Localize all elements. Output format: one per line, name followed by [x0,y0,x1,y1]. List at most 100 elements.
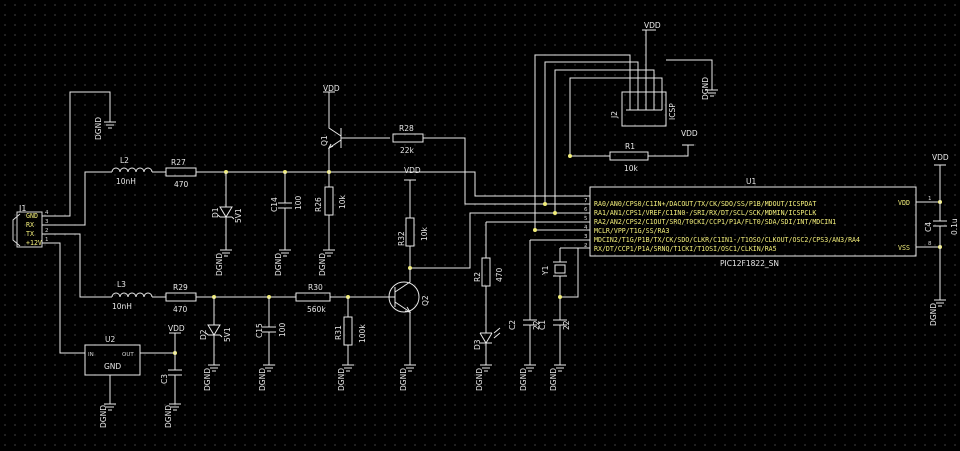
dgnd-label: DGND [94,117,103,140]
u1-pin-num: 6 [584,207,588,213]
capacitor-c15[interactable]: C15 100 DGND [255,297,287,391]
l3-value: 10nH [112,302,132,311]
wire-j1-12v [42,242,85,354]
u1-pin-num: 8 [928,241,932,247]
wire-j1-tx [42,233,104,298]
dgnd-label: DGND [399,368,408,391]
j1-pin-num-2: 2 [45,228,49,234]
y1-ref: Y1 [541,265,550,276]
d1-value: 5V1 [234,208,243,223]
led-d3[interactable]: D3 DGND [473,327,501,391]
j1-pin-gnd: GND [26,212,38,220]
u1-pin-num: 7 [584,198,588,204]
capacitor-c1[interactable]: C1 22 DGND [538,297,571,391]
l2-ref: L2 [120,156,129,165]
r2-ref: R2 [473,272,482,282]
j1-latch [12,213,21,247]
wire-j1-gnd [42,91,111,217]
j2-icsp-label: ICSP [668,103,677,120]
vdd-label: VDD [681,129,698,138]
u1-pin-num: 4 [584,225,588,231]
u1-part-number: PIC12F1822_SN [720,259,779,268]
j2-ref: J2 [610,111,619,119]
c14-value: 100 [294,195,303,210]
transistor-q1[interactable]: VDD Q1 [320,84,390,152]
d3-ref: D3 [473,339,482,350]
u1-pin-num: 5 [584,216,588,222]
header-j2[interactable]: J2 ICSP VDD [610,21,677,127]
q1-ref: Q1 [320,135,329,146]
dgnd-label: DGND [318,253,327,276]
zener-d2[interactable]: D2 5V1 DGND [199,297,232,391]
c4-ref: C4 [924,222,933,232]
resistor-r1[interactable]: R1 10k VDD [609,129,698,173]
dgnd-label: DGND [701,77,710,100]
q2-ref: Q2 [421,295,430,306]
resistor-r26[interactable]: R26 10k DGND [314,152,347,276]
junction [543,202,547,206]
inductor-l2[interactable]: L2 10nH [104,156,166,186]
r31-value: 100k [358,324,367,343]
resistor-r28[interactable]: R28 22k [392,124,590,205]
zener-d1[interactable]: D1 5V1 DGND [211,172,243,276]
u1-ref: U1 [746,177,756,186]
r2-value: 470 [495,267,504,282]
vdd-label: VDD [323,84,340,93]
resistor-r30[interactable]: R30 560k [295,283,395,314]
crystal-y1[interactable]: Y1 [541,248,579,298]
dgnd-label: DGND [203,368,212,391]
c2-value: 22 [532,320,541,330]
wire-j1-rx [42,171,104,226]
r32-value: 10k [420,226,429,241]
r26-value: 10k [338,194,347,209]
j1-pin-tx: TX [26,230,34,238]
u1-pin-ra0: RA0/AN0/CPS0/C1IN+/DACOUT/TX/CK/SDO/SS/P… [594,200,816,208]
capacitor-c4[interactable]: VDD C4 0.1u DGND [924,153,959,326]
r29-ref: R29 [173,283,188,292]
junction [533,228,537,232]
c1-ref: C1 [538,320,547,330]
d2-value: 5V1 [223,327,232,342]
vdd-label: VDD [932,153,949,162]
d2-ref: D2 [199,329,208,340]
r1-value: 10k [624,164,639,173]
mcu-u1[interactable]: U1 RA0/AN0/CPS0/C1IN+/DACOUT/TX/CK/SDO/S… [584,177,940,268]
resistor-r32[interactable]: VDD R32 10k [397,166,590,269]
resistor-r27[interactable]: R27 470 [165,158,197,189]
j1-pin-12v: +12V [26,239,42,247]
inductor-l3[interactable]: L3 10nH [104,280,166,311]
connector-j1[interactable]: J1 GND RX TX +12V 4 3 2 1 [12,204,49,248]
r31-ref: R31 [334,325,343,340]
dgnd-label: DGND [164,405,173,428]
junction [568,154,572,158]
c2-ref: C2 [508,320,517,330]
c4-value: 0.1u [950,218,959,235]
resistor-r29[interactable]: R29 470 [165,283,197,314]
r29-value: 470 [173,305,188,314]
capacitor-c3[interactable]: VDD C3 DGND [160,324,185,428]
u1-pin-num: 1 [928,196,932,202]
capacitor-c2[interactable]: C2 22 DGND [508,319,541,391]
j1-body [16,211,43,248]
r27-ref: R27 [171,158,186,167]
junction [558,295,562,299]
u1-pin-vdd: VDD [898,199,910,207]
j1-pin-rx: RX [26,221,34,229]
resistor-r2[interactable]: R2 470 [473,222,504,333]
junction [553,211,557,215]
r32-ref: R32 [397,231,406,246]
u2-ref: U2 [105,335,115,344]
transistor-q2[interactable]: Q2 DGND [388,268,430,391]
resistor-r31[interactable]: R31 100k DGND [334,297,367,391]
j1-ref: J1 [18,204,26,213]
u2-out-label: OUT [122,352,134,358]
dgnd-label: DGND [929,303,938,326]
regulator-u2[interactable]: U2 IN OUT GND DGND [84,335,175,428]
u1-pin-vss: VSS [898,244,910,252]
u1-pin-num: 2 [584,243,588,249]
r30-value: 560k [307,305,326,314]
u1-pin-ra5: RX/DT/CCP1/P1A/SRNQ/T1CKI/T1OSI/OSC1/CLK… [594,245,777,253]
c15-value: 100 [278,322,287,337]
capacitor-c14[interactable]: C14 100 DGND [270,172,303,276]
